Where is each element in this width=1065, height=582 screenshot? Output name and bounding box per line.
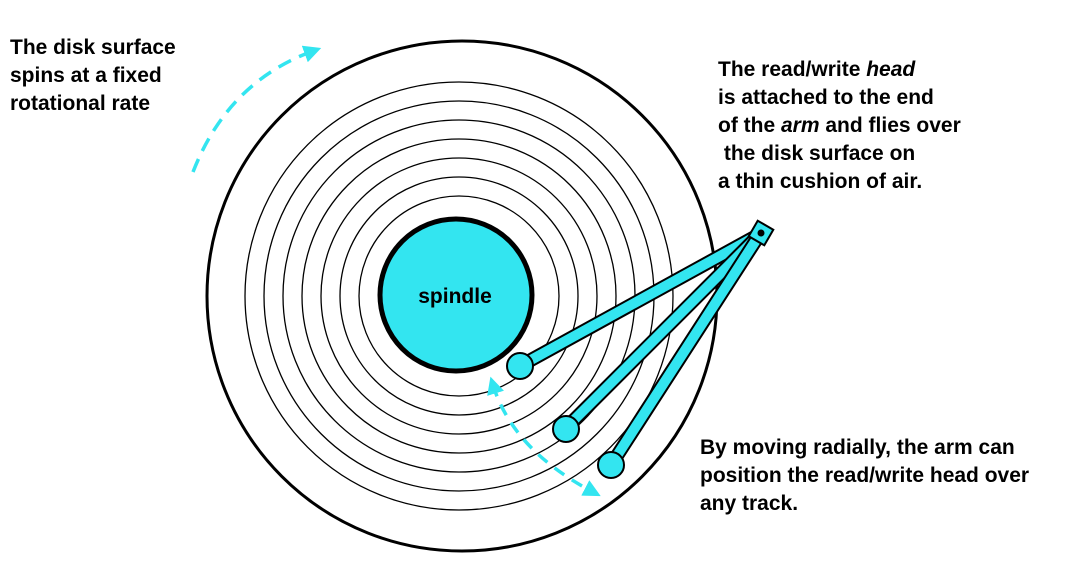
caption-line: is attached to the end (718, 86, 934, 109)
caption-spin-rate: The disk surface spins at a fixed rotati… (10, 34, 176, 118)
track-ring (301, 138, 617, 454)
caption-line: position the read/write head over (700, 464, 1030, 487)
caption-line: any track. (700, 492, 799, 515)
caption-line: rotational rate (10, 92, 151, 115)
track-ring (244, 81, 674, 511)
caption-line: of the arm and flies over (718, 114, 961, 137)
caption-read-write-head: The read/write head is attached to the e… (718, 56, 961, 196)
spindle (377, 216, 535, 374)
read-write-head-inner (506, 352, 534, 380)
spindle-label: spindle (418, 285, 492, 308)
track-ring (320, 157, 598, 435)
pivot-pin-icon (757, 229, 765, 237)
caption-line: The disk surface (10, 36, 176, 59)
emphasis-arm: arm (781, 114, 820, 137)
caption-radial-movement: By moving radially, the arm can position… (700, 434, 1029, 518)
caption-line: a thin cushion of air. (718, 170, 923, 193)
track-ring (339, 176, 579, 416)
track-ring (358, 195, 560, 397)
caption-line: The read/write head (718, 58, 916, 81)
emphasis-head: head (866, 58, 916, 81)
caption-line: the disk surface on (718, 142, 916, 165)
read-write-head-middle (552, 415, 580, 443)
radial-motion-arrow (487, 376, 601, 497)
caption-line: By moving radially, the arm can (700, 436, 1015, 459)
caption-line: spins at a fixed (10, 64, 162, 87)
arm-positions (506, 219, 775, 479)
read-write-head-outer (597, 451, 625, 479)
